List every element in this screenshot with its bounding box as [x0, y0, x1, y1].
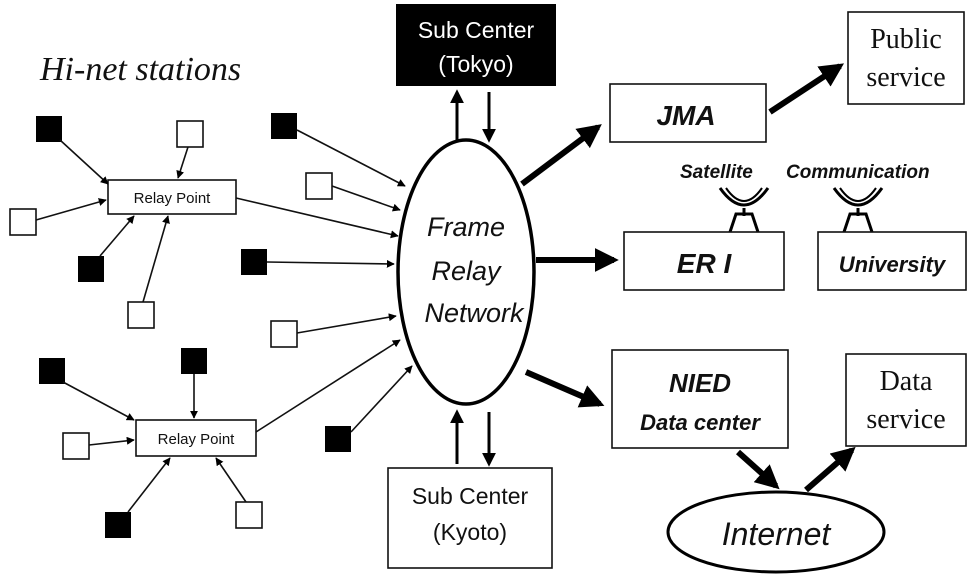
tokyo-line2: (Tokyo) — [438, 51, 513, 77]
station-filled — [325, 426, 351, 452]
station-empty — [305, 172, 333, 200]
station-filled — [36, 116, 62, 142]
satellite-dish-icon — [718, 187, 770, 233]
frame-relay-network: Frame Relay Network — [396, 138, 536, 406]
relay-point-2: Relay Point — [135, 419, 257, 457]
tokyo-line1: Sub Center — [418, 17, 535, 43]
station-empty — [62, 432, 90, 460]
station-empty — [9, 208, 37, 236]
data-line1: Data — [880, 366, 933, 397]
diagram-title: Hi-net stations — [39, 51, 241, 88]
station-filled — [78, 256, 104, 282]
sub-center-kyoto: Sub Center (Kyoto) — [387, 467, 553, 569]
nied-line2: Data center — [640, 410, 761, 435]
kyoto-line1: Sub Center — [412, 483, 529, 509]
station-filled — [271, 113, 297, 139]
jma-label: JMA — [656, 100, 715, 131]
network-label-line3: Network — [424, 298, 525, 328]
station-empty — [176, 120, 204, 148]
sub-center-tokyo: Sub Center (Tokyo) — [396, 4, 556, 86]
station-empty — [270, 320, 298, 348]
data-line2: service — [866, 404, 945, 435]
stations — [9, 113, 351, 538]
relay-point-1: Relay Point — [107, 179, 237, 215]
satellite-dish-icon — [832, 187, 884, 233]
relay-point-1-label: Relay Point — [134, 190, 212, 207]
station-empty — [127, 301, 155, 329]
communication-label: Communication — [786, 162, 930, 183]
nied-line1: NIED — [669, 368, 731, 398]
station-filled — [105, 512, 131, 538]
public-service-node: Public service — [847, 11, 965, 105]
nied-data-center-node: NIED Data center — [611, 349, 789, 449]
university-label: University — [839, 252, 947, 277]
jma-node: JMA — [609, 83, 767, 143]
station-filled — [241, 249, 267, 275]
internet-node: Internet — [666, 490, 886, 574]
eri-label: ER I — [677, 248, 733, 279]
university-node: University — [817, 231, 967, 291]
network-label-line2: Relay — [431, 256, 502, 286]
cluster2-links — [62, 374, 247, 513]
network-input-links — [235, 129, 413, 433]
public-line2: service — [866, 62, 945, 93]
station-filled — [181, 348, 207, 374]
cluster1-links — [35, 139, 189, 303]
relay-point-2-label: Relay Point — [158, 431, 236, 448]
internet-label: Internet — [722, 516, 832, 552]
data-service-node: Data service — [845, 353, 967, 447]
network-label-line1: Frame — [427, 212, 505, 242]
eri-node: ER I — [623, 231, 785, 291]
satellite-label: Satellite — [680, 162, 753, 183]
station-filled — [39, 358, 65, 384]
station-empty — [235, 501, 263, 529]
kyoto-line2: (Kyoto) — [433, 519, 507, 545]
public-line1: Public — [870, 24, 942, 55]
